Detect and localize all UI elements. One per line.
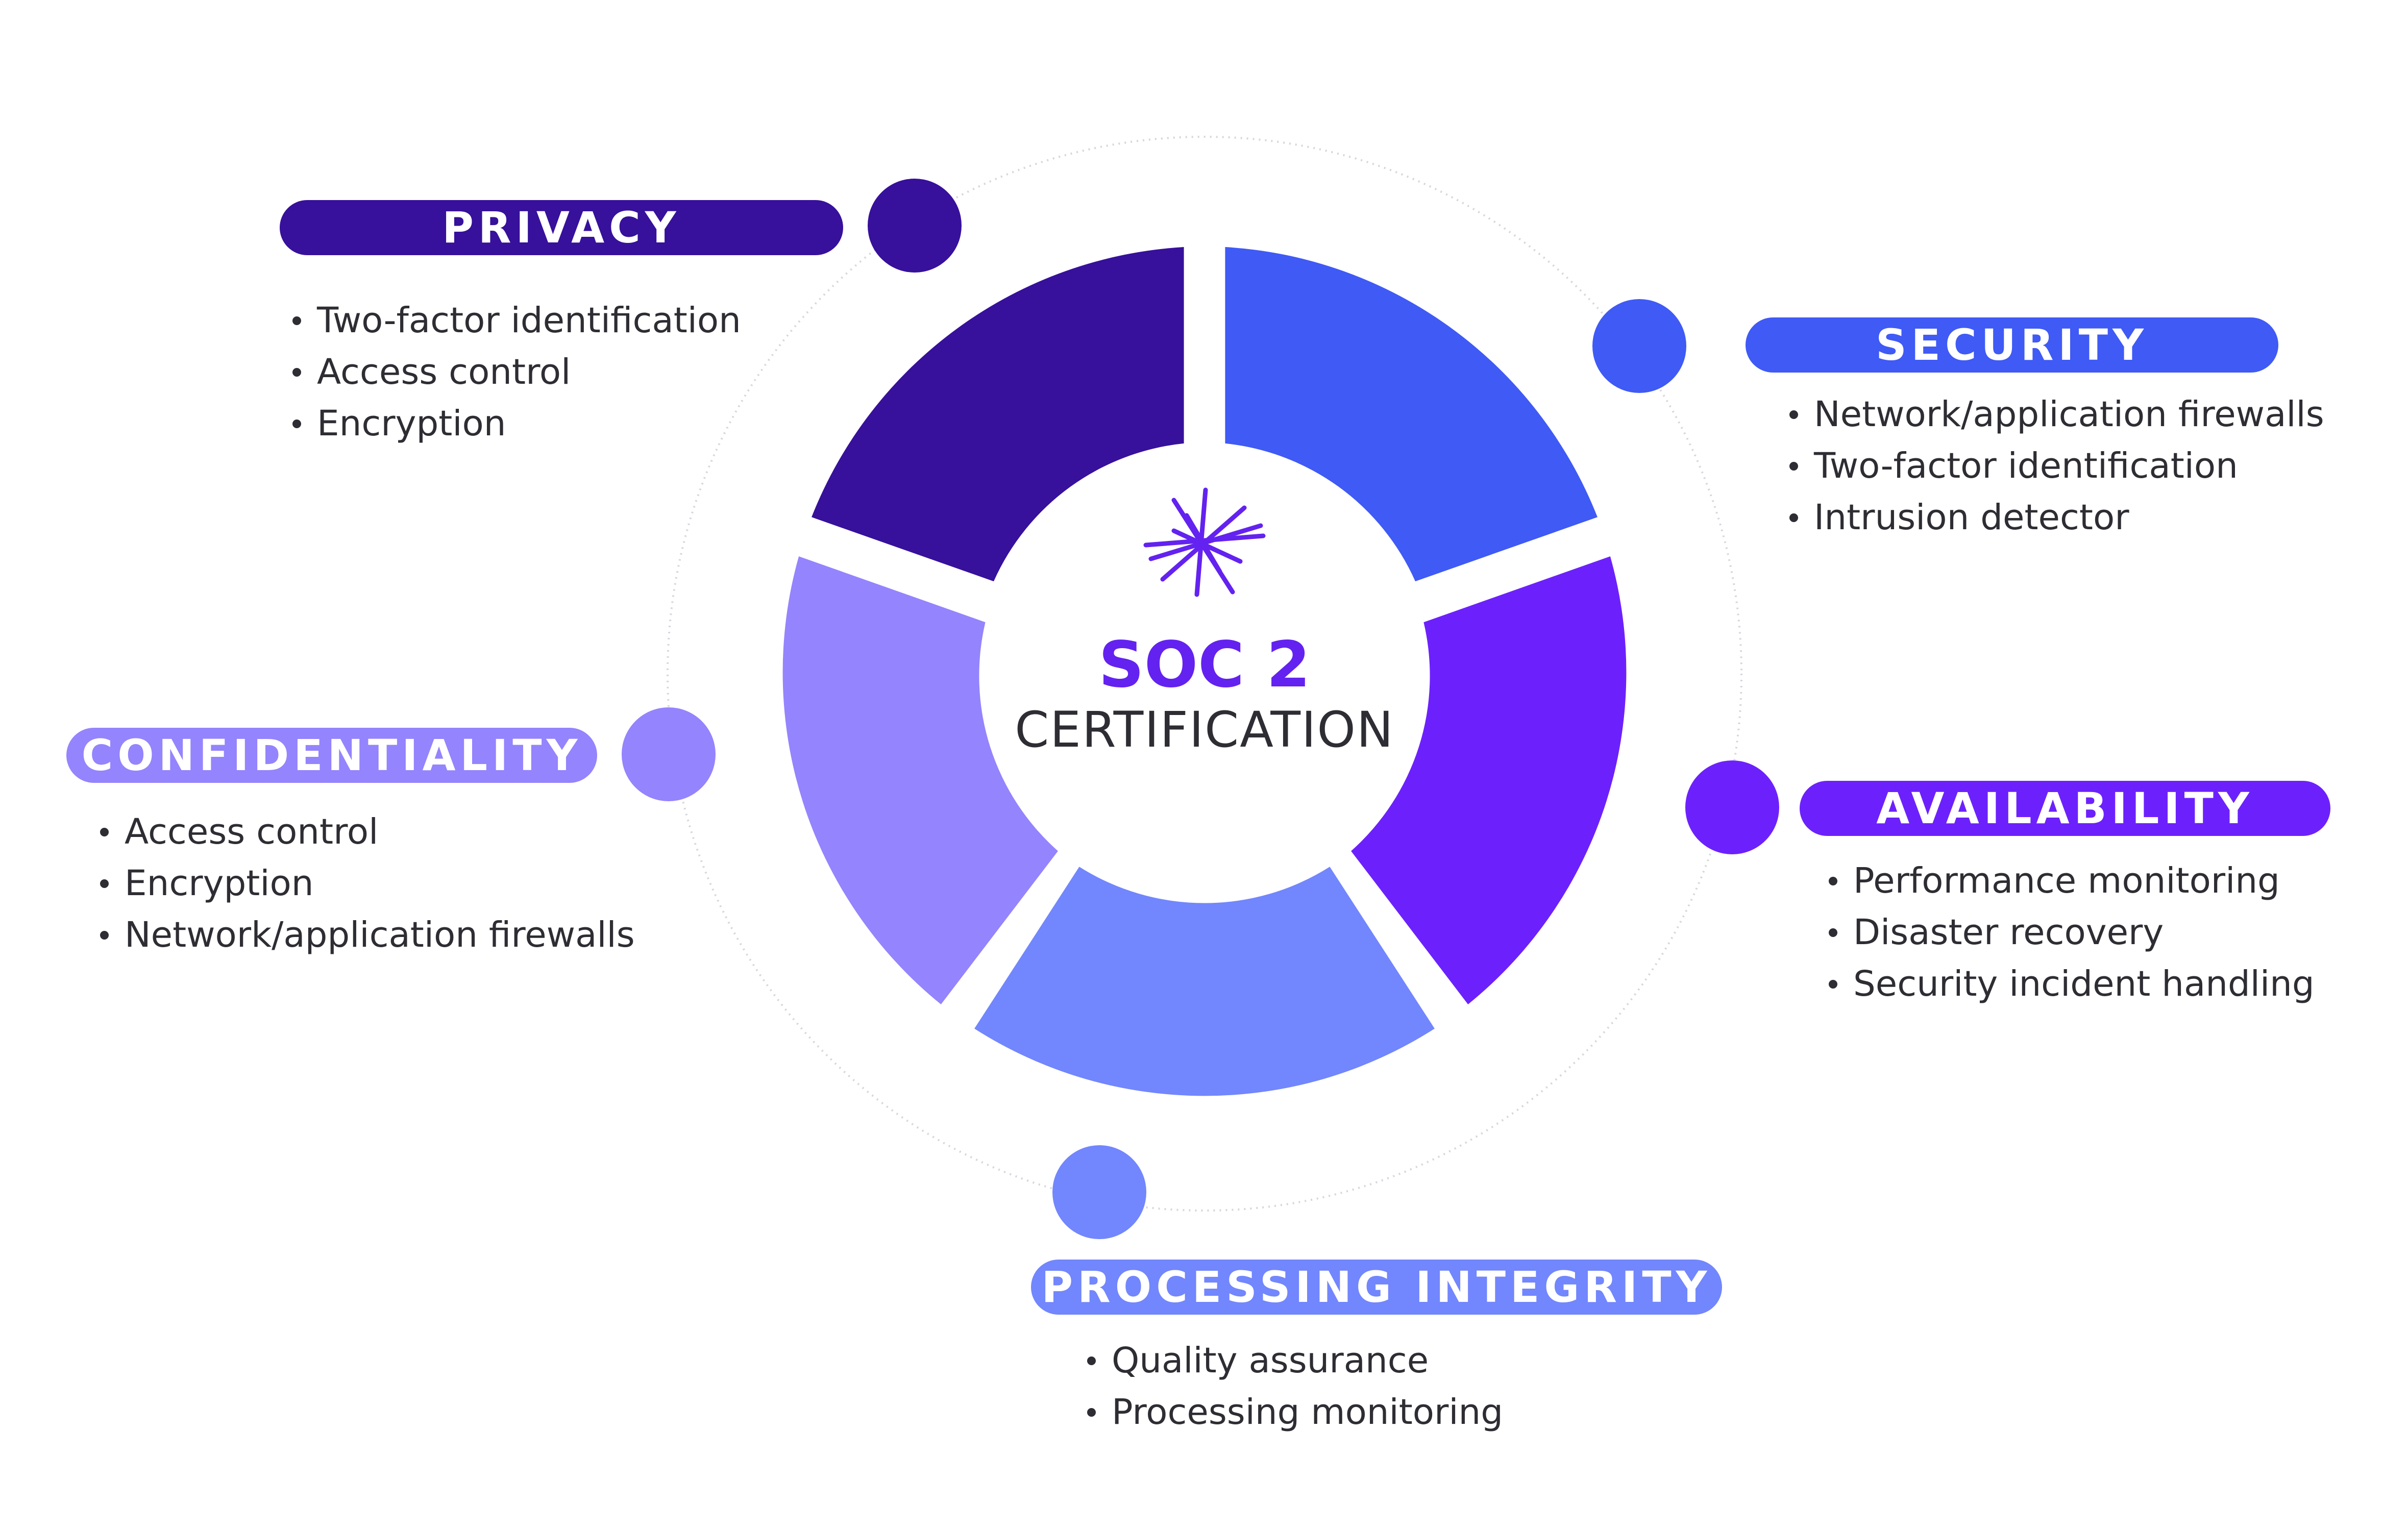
privacy-list: Two-factor identification Access control… [288, 295, 741, 450]
center-title: SOC 2 [1098, 628, 1311, 702]
list-item: Two-factor identification [288, 295, 741, 347]
center-subtitle: CERTIFICATION [1015, 701, 1394, 758]
segment-security [1225, 247, 1598, 582]
processing-integrity-list: Quality assurance Processing monitoring [1083, 1335, 1503, 1438]
starburst-logo-icon [1143, 487, 1266, 597]
segment-processing-integrity [974, 867, 1435, 1096]
segment-availability [1351, 556, 1627, 1004]
list-item: Quality assurance [1083, 1335, 1503, 1387]
list-item: Disaster recovery [1825, 907, 2315, 958]
list-item: Network/application firewalls [1785, 389, 2324, 440]
list-item: Security incident handling [1825, 958, 2315, 1010]
availability-list: Performance monitoring Disaster recovery… [1825, 855, 2315, 1010]
processing-integrity-dot [1052, 1145, 1146, 1239]
security-dot [1592, 299, 1686, 393]
list-item: Intrusion detector [1785, 492, 2324, 544]
list-item: Encryption [288, 398, 741, 450]
list-item: Network/application firewalls [96, 909, 635, 961]
privacy-label: PRIVACY [280, 200, 843, 255]
segment-privacy [812, 247, 1184, 582]
segment-confidentiality [782, 556, 1058, 1004]
list-item: Processing monitoring [1083, 1387, 1503, 1438]
outer-dotted-ring [667, 136, 1742, 1212]
confidentiality-label: CONFIDENTIALITY [66, 728, 597, 783]
list-item: Performance monitoring [1825, 855, 2315, 907]
security-label: SECURITY [1746, 317, 2278, 373]
security-list: Network/application firewalls Two-factor… [1785, 389, 2324, 544]
confidentiality-list: Access control Encryption Network/applic… [96, 806, 635, 961]
processing-integrity-label: PROCESSING INTEGRITY [1031, 1260, 1722, 1315]
privacy-dot [868, 179, 962, 273]
availability-label: AVAILABILITY [1800, 781, 2330, 836]
list-item: Access control [288, 347, 741, 398]
list-item: Encryption [96, 858, 635, 909]
list-item: Access control [96, 806, 635, 858]
confidentiality-dot [622, 707, 716, 801]
availability-dot [1685, 760, 1779, 854]
list-item: Two-factor identification [1785, 440, 2324, 492]
